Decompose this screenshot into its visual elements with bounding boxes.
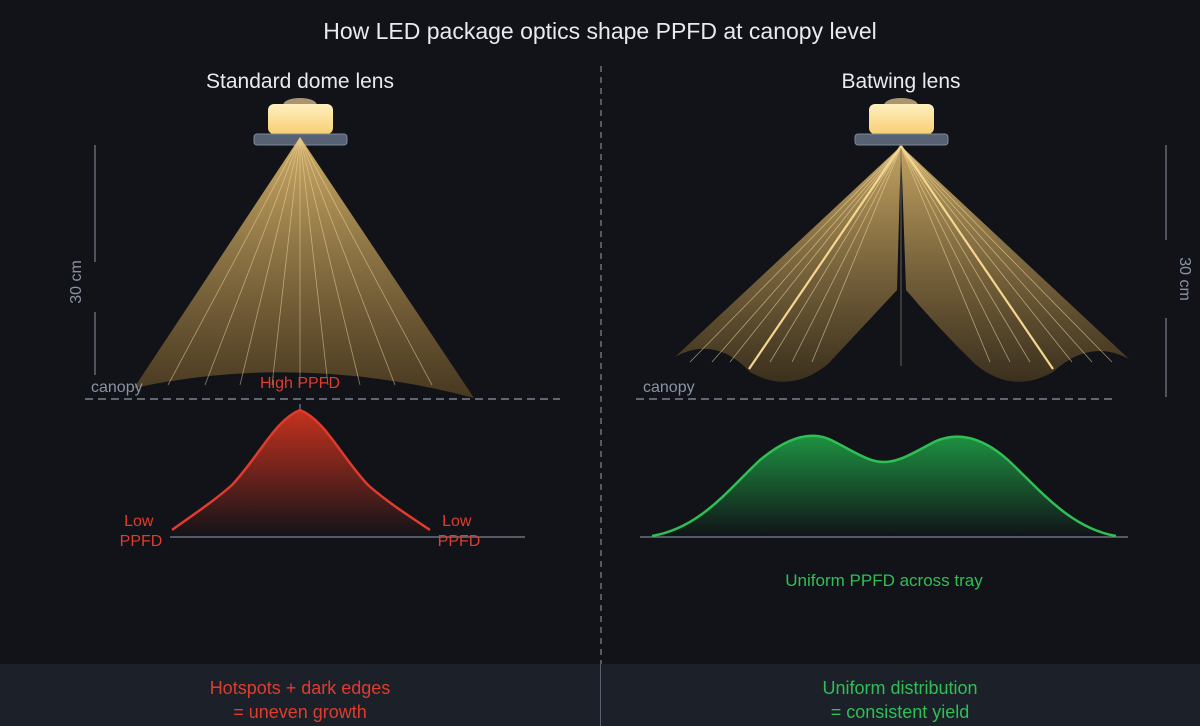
dome-lens-title: Standard dome lens bbox=[206, 70, 394, 93]
batwing-led-package bbox=[854, 98, 949, 146]
batwing-lens-title: Batwing lens bbox=[841, 70, 960, 93]
batwing-height-label: 30 cm bbox=[1176, 257, 1193, 301]
dome-height-label: 30 cm bbox=[68, 260, 85, 304]
diagram-title: How LED package optics shape PPFD at can… bbox=[323, 18, 877, 44]
batwing-ppfd-area bbox=[652, 435, 1116, 537]
dome-outcome-summary: Hotspots + dark edges = uneven growth bbox=[0, 676, 600, 724]
dome-height-indicator: 30 cm bbox=[68, 145, 96, 375]
batwing-ppfd-curve bbox=[651, 434, 1117, 538]
dome-ppfd-curve bbox=[171, 408, 431, 532]
dome-outcome-line-2: = uneven growth bbox=[233, 702, 367, 722]
dome-beam-cone bbox=[134, 137, 474, 398]
footer-divider bbox=[600, 664, 601, 726]
batwing-beam-rays bbox=[689, 146, 1113, 363]
dome-low-label-right: Low PPFD bbox=[438, 513, 481, 550]
dome-beam-rays bbox=[167, 137, 433, 386]
batwing-canopy-label: canopy bbox=[643, 379, 695, 396]
batwing-height-indicator: 30 cm bbox=[1165, 145, 1193, 397]
dome-lens-panel: Standard dome lens 30 cm canopy High PPF… bbox=[68, 70, 560, 550]
batwing-outcome-summary: Uniform distribution = consistent yield bbox=[600, 676, 1200, 724]
dome-canopy-label: canopy bbox=[91, 379, 143, 396]
batwing-outcome-line-2: = consistent yield bbox=[830, 702, 970, 722]
batwing-peak-ray-right bbox=[900, 145, 1054, 370]
dome-peak-label: High PPFD bbox=[260, 375, 340, 392]
batwing-peak-ray-left bbox=[748, 145, 902, 370]
batwing-outcome-line-1: Uniform distribution bbox=[822, 678, 978, 698]
batwing-uniform-caption: Uniform PPFD across tray bbox=[785, 571, 983, 590]
dome-low-label-left: Low PPFD bbox=[120, 513, 163, 550]
dome-ppfd-area bbox=[172, 410, 430, 537]
dome-outcome-line-1: Hotspots + dark edges bbox=[209, 678, 391, 698]
batwing-lens-panel: Batwing lens 30 cm canopy Uniform PPFD a… bbox=[636, 70, 1193, 590]
